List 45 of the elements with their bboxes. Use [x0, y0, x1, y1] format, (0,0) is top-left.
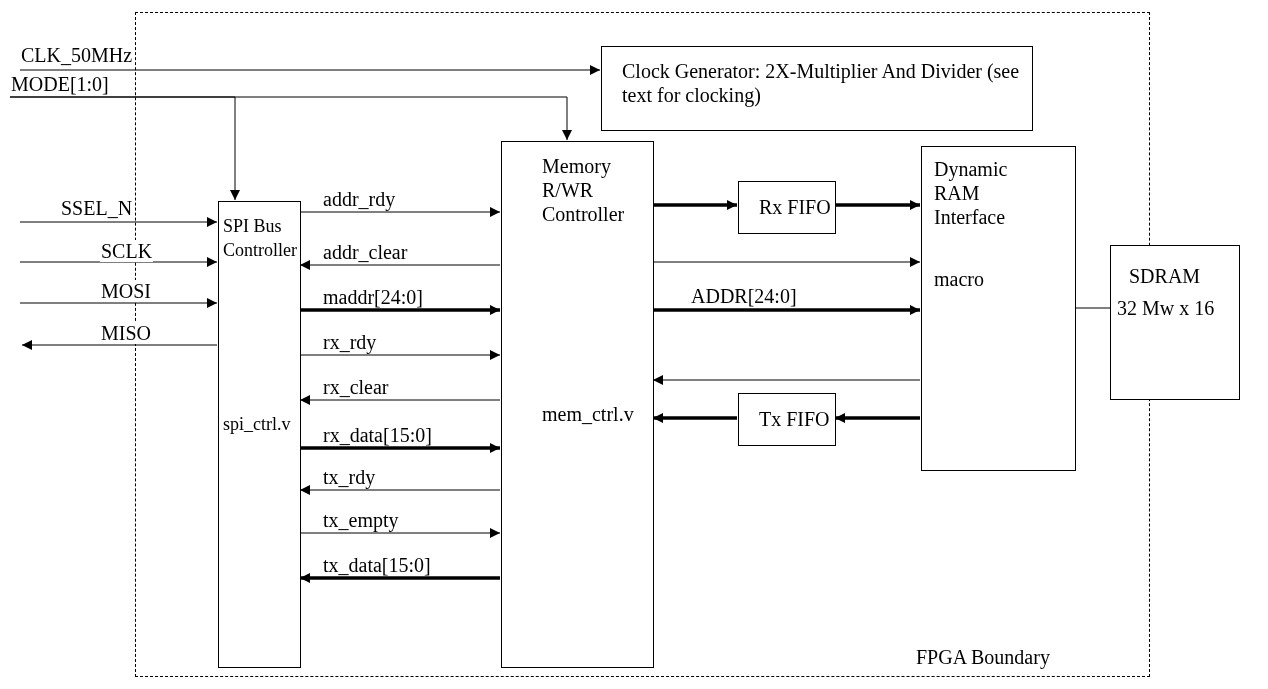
signal-arrow — [21, 340, 218, 350]
block-box — [738, 181, 836, 234]
signal-label: SCLK — [100, 240, 154, 262]
signal-arrow — [19, 257, 218, 267]
block-title: SPI Bus Controller — [223, 215, 298, 262]
block-box — [921, 146, 1076, 471]
block-title: FPGA Boundary — [916, 645, 1050, 669]
block-title: Memory R/WR Controller — [542, 154, 626, 226]
block-box — [218, 201, 301, 668]
block-box — [1110, 245, 1240, 400]
signal-arrow — [652, 257, 921, 267]
signal-arrow — [299, 485, 501, 495]
signal-arrow — [19, 217, 218, 227]
block-box — [601, 46, 1033, 131]
signal-arrow — [300, 573, 500, 583]
block-title: Dynamic RAM Interface — [934, 157, 1009, 229]
block-title: Rx FIFO — [759, 195, 831, 219]
signal-label: MOSI — [100, 280, 152, 302]
signal-arrow — [299, 207, 501, 217]
signal-arrow — [653, 413, 737, 423]
signal-arrow — [299, 528, 501, 538]
signal-arrow — [652, 375, 921, 385]
block-title: Tx FIFO — [759, 407, 830, 431]
signal-arrow — [299, 350, 501, 360]
signal-arrow — [9, 96, 572, 141]
block-text: spi_ctrl.v — [223, 413, 292, 436]
signal-arrow — [300, 305, 500, 315]
block-box — [738, 393, 836, 446]
block-text: macro — [934, 267, 985, 291]
signal-arrow — [299, 395, 501, 405]
block-text: mem_ctrl.v — [542, 402, 635, 426]
signal-arrow — [653, 305, 920, 315]
block-title: SDRAM — [1129, 264, 1202, 288]
connector-line — [1074, 307, 1111, 309]
signal-arrow — [299, 260, 501, 270]
signal-label: MISO — [100, 322, 152, 344]
signal-arrow — [19, 298, 218, 308]
signal-arrow — [835, 200, 920, 210]
block-box — [501, 141, 654, 668]
signal-arrow — [300, 443, 500, 453]
signal-arrow — [835, 413, 920, 423]
block-title: Clock Generator: 2X-Multiplier And Divider (see text for clocking) — [622, 59, 1021, 107]
signal-arrow — [19, 65, 601, 75]
signal-arrow — [653, 200, 737, 210]
block-text: 32 Mw x 16 — [1117, 296, 1216, 320]
